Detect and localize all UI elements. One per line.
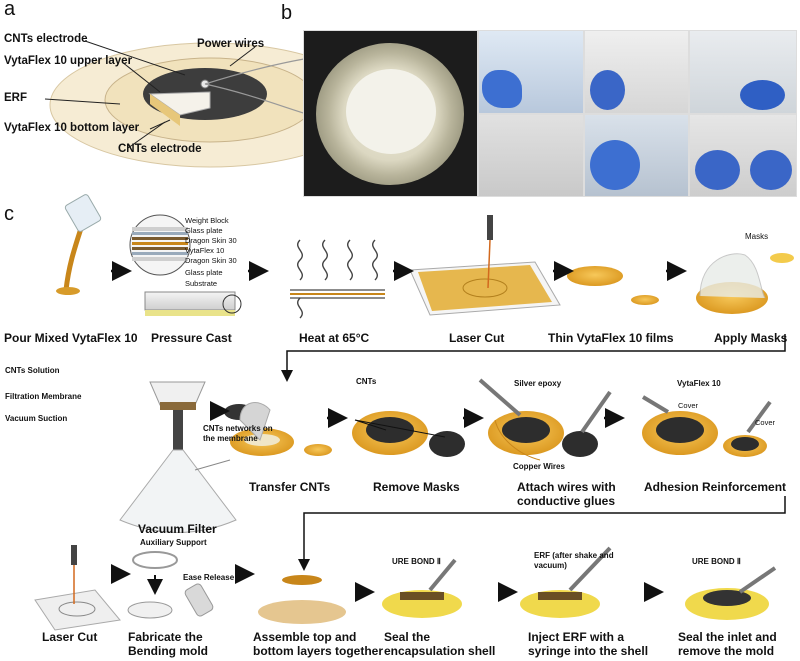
step-remove-masks: Remove Masks bbox=[373, 480, 460, 494]
stack-glass-plate-2: Glass plate bbox=[185, 268, 223, 277]
transfer-cnts-illustration bbox=[230, 402, 332, 456]
bending-mold bbox=[127, 551, 214, 619]
seal-shell bbox=[382, 558, 462, 618]
heat-illustration bbox=[290, 239, 385, 319]
label-vytaflex-upper: VytaFlex 10 upper layer bbox=[4, 55, 133, 67]
connector-row1-row2 bbox=[281, 334, 786, 382]
stack-vytaflex: VytaFlex 10 bbox=[185, 246, 225, 255]
step-attach-1: Attach wires with bbox=[517, 480, 616, 494]
label-erf-after-2: vacuum) bbox=[534, 561, 567, 570]
step-transfer-cnts: Transfer CNTs bbox=[249, 480, 331, 494]
label-cnt-electrode-bottom: CNTs electrode bbox=[118, 143, 202, 155]
pour-illustration bbox=[56, 194, 102, 295]
stack-weight-block: Weight Block bbox=[185, 216, 229, 225]
label-ease-release: Ease Release bbox=[183, 573, 235, 582]
glove-accent-1 bbox=[482, 70, 522, 108]
apply-masks-illustration bbox=[696, 253, 794, 314]
inject-erf bbox=[520, 546, 612, 618]
glove-accent-6 bbox=[750, 150, 792, 190]
stack-substrate: Substrate bbox=[185, 279, 218, 288]
label-silver-epoxy: Silver epoxy bbox=[514, 379, 562, 388]
step-assemble-1: Assemble top and bbox=[253, 630, 357, 644]
glove-accent-4 bbox=[590, 140, 640, 190]
step-inject-1: Inject ERF with a bbox=[528, 630, 625, 644]
step-assemble-2: bottom layers together bbox=[253, 644, 384, 658]
step-seal-1: Seal the bbox=[384, 630, 431, 644]
glove-accent-5 bbox=[695, 150, 740, 190]
panel-letter-a: a bbox=[4, 0, 16, 20]
photo-device-top-view bbox=[303, 30, 478, 197]
step-fabricate-2: Bending mold bbox=[128, 644, 208, 658]
panel-letter-c: c bbox=[4, 203, 14, 225]
attach-wires-illustration bbox=[478, 378, 612, 461]
step-heat: Heat at 65°C bbox=[299, 331, 370, 345]
remove-masks-illustration bbox=[352, 411, 465, 457]
label-power-wires: Power wires bbox=[197, 38, 265, 50]
label-auxiliary-support: Auxiliary Support bbox=[140, 538, 207, 547]
step-seal-inlet-1: Seal the inlet and bbox=[678, 630, 777, 644]
step-inject-2: syringe into the shell bbox=[528, 644, 649, 658]
laser-cut-sheet bbox=[409, 215, 561, 316]
pressure-cast-illustration bbox=[129, 214, 242, 316]
label-cover-1: Cover bbox=[678, 401, 699, 410]
row3-arrows bbox=[111, 564, 664, 602]
label-vytaflex-10: VytaFlex 10 bbox=[677, 379, 721, 388]
step-pour: Pour Mixed VytaFlex 10 bbox=[4, 331, 138, 345]
step-attach-2: conductive glues bbox=[517, 494, 616, 508]
seal-inlet bbox=[685, 566, 777, 620]
label-cnts: CNTs bbox=[356, 377, 377, 386]
glove-accent-2 bbox=[590, 70, 625, 110]
step-laser-cut: Laser Cut bbox=[449, 331, 505, 345]
row3-laser-cut bbox=[34, 545, 121, 631]
stack-dragon-skin-2: Dragon Skin 30 bbox=[185, 256, 237, 265]
label-cnt-networks-2: the membrane bbox=[203, 434, 258, 443]
vacuum-filter-illustration bbox=[119, 381, 237, 533]
step-thin-films: Thin VytaFlex 10 films bbox=[548, 331, 674, 345]
stack-dragon-skin-1: Dragon Skin 30 bbox=[185, 236, 237, 245]
glove-accent-3 bbox=[740, 80, 785, 110]
photo-bend-4 bbox=[478, 114, 584, 197]
label-cnt-networks-1: CNTs networks on bbox=[203, 424, 273, 433]
step-adhesion: Adhesion Reinforcement bbox=[644, 480, 787, 494]
label-cover-2: Cover bbox=[755, 418, 776, 427]
row2-arrows bbox=[210, 401, 625, 428]
label-cnt-electrode-top: CNTs electrode bbox=[4, 33, 88, 45]
label-vytaflex-bottom: VytaFlex 10 bottom layer bbox=[4, 122, 140, 134]
step-seal-2: encapsulation shell bbox=[384, 644, 496, 658]
thin-films bbox=[567, 266, 659, 305]
label-copper-wires: Copper Wires bbox=[513, 462, 565, 471]
step-row3-laser-cut: Laser Cut bbox=[42, 630, 98, 644]
label-filtration-membrane: Filtration Membrane bbox=[5, 392, 82, 401]
stack-glass-plate-1: Glass plate bbox=[185, 226, 223, 235]
panel-a-leader-lines bbox=[44, 40, 256, 149]
label-ure-bond-2: URE BOND Ⅱ bbox=[692, 557, 741, 566]
label-cnt-solution: CNTs Solution bbox=[5, 366, 60, 375]
adhesion-illustration bbox=[641, 395, 772, 457]
step-pressure-cast: Pressure Cast bbox=[151, 331, 232, 345]
label-masks: Masks bbox=[745, 232, 769, 241]
step-vacuum-filter: Vacuum Filter bbox=[138, 522, 217, 536]
step-apply-masks: Apply Masks bbox=[714, 331, 788, 345]
label-erf-after-1: ERF (after shake and bbox=[534, 551, 614, 560]
panel-letter-b: b bbox=[281, 2, 293, 24]
label-vacuum-suction: Vacuum Suction bbox=[5, 414, 68, 423]
step-seal-inlet-2: remove the mold bbox=[678, 644, 775, 658]
label-erf: ERF bbox=[4, 92, 27, 104]
assemble-layers bbox=[258, 575, 346, 624]
label-ure-bond-1: URE BOND Ⅱ bbox=[392, 557, 441, 566]
connector-row2-row3 bbox=[298, 496, 786, 571]
step-fabricate-1: Fabricate the bbox=[128, 630, 203, 644]
